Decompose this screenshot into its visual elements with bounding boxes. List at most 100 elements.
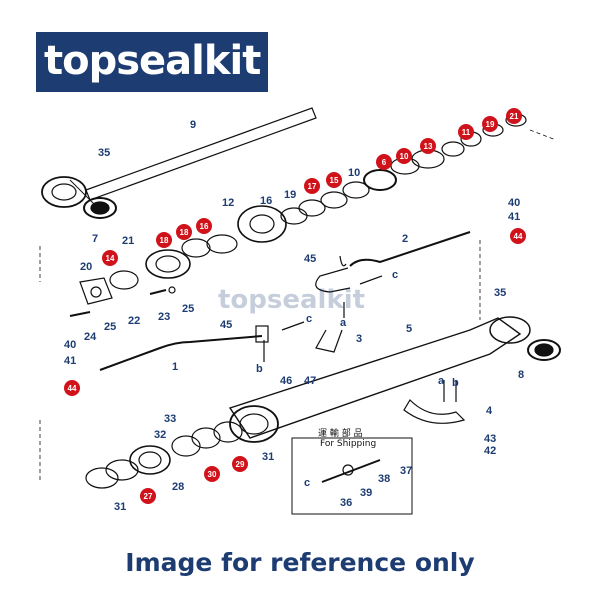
part-label: 1: [172, 361, 178, 373]
part-label: c: [304, 477, 310, 489]
callout-badge: 11: [458, 124, 474, 140]
callout-badge: 10: [396, 148, 412, 164]
part-label: 32: [154, 429, 166, 441]
part-label: 19: [284, 189, 296, 201]
part-label: 25: [104, 321, 116, 333]
callout-number: 14: [106, 254, 115, 263]
callout-number: 13: [424, 142, 433, 151]
part-label: 23: [158, 311, 170, 323]
shipping-box-subtitle: For Shipping: [320, 439, 376, 449]
cylinder-bore: [229, 405, 279, 443]
callout-number: 10: [400, 152, 409, 161]
part-label: 21: [122, 235, 134, 247]
callout-number: 29: [236, 460, 245, 469]
part-label: 40: [64, 339, 76, 351]
part-label: 41: [64, 355, 76, 367]
shipping-box-title: 運 輸 部 品: [318, 427, 363, 439]
part-label: 9: [190, 119, 196, 131]
callout-badge: 16: [196, 218, 212, 234]
part-label: 4: [486, 405, 493, 417]
part-label: 35: [494, 287, 506, 299]
callout-number: 6: [382, 158, 387, 167]
part-label: 22: [128, 315, 140, 327]
callout-badge: 15: [326, 172, 342, 188]
part-label: 36: [340, 497, 352, 509]
callout-badge: 18: [156, 232, 172, 248]
part-label: a: [340, 317, 347, 329]
callout-number: 19: [486, 120, 495, 129]
part-label: 40: [508, 197, 520, 209]
callout-badge: 13: [420, 138, 436, 154]
part-label: 7: [92, 233, 98, 245]
part-label: 45: [304, 253, 316, 265]
part-label: 12: [222, 197, 234, 209]
part-label: b: [256, 363, 263, 375]
piston-rod-outline: [85, 107, 317, 201]
callout-badge: 14: [102, 250, 118, 266]
brand-logo: topsealkit: [36, 32, 268, 92]
part-label: 46: [280, 375, 292, 387]
callout-badge: 21: [506, 108, 522, 124]
rod-bushing: [83, 197, 117, 219]
cylinder-eye: [489, 316, 531, 344]
part-label: b: [452, 377, 459, 389]
rod-eye: [41, 176, 87, 208]
callout-badge: 44: [510, 228, 526, 244]
callout-badge: 30: [204, 466, 220, 482]
cylinder-head: [129, 445, 171, 475]
part-label: 42: [484, 445, 496, 457]
cylinder-bushing: [527, 339, 561, 361]
part-label: c: [392, 269, 398, 281]
hydraulic-tube-upper: [349, 231, 471, 267]
callout-number: 16: [200, 222, 209, 231]
callout-badge: 44: [64, 380, 80, 396]
part-label: 41: [508, 211, 520, 223]
callout-number: 44: [514, 232, 523, 241]
part-label: 16: [260, 195, 272, 207]
part-label: 25: [182, 303, 194, 315]
part-label: 31: [262, 451, 274, 463]
callout-number: 18: [180, 228, 189, 237]
part-label: 31: [114, 501, 126, 513]
part-label: 3: [356, 333, 362, 345]
hydraulic-tube-lower: [99, 335, 263, 371]
part-label: 33: [164, 413, 176, 425]
part-label: 35: [98, 147, 110, 159]
part-label: 2: [402, 233, 408, 245]
part-label: a: [438, 375, 445, 387]
callout-badge: 19: [482, 116, 498, 132]
callout-number: 44: [68, 384, 77, 393]
part-label: 24: [84, 331, 97, 343]
callout-badge: 27: [140, 488, 156, 504]
part-label: 39: [360, 487, 372, 499]
brand-logo-text: topsealkit: [44, 38, 261, 84]
callout-number: 11: [462, 128, 471, 137]
callout-number: 27: [144, 492, 153, 501]
part-label: 37: [400, 465, 412, 477]
callout-number: 21: [510, 112, 519, 121]
reference-caption: Image for reference only: [125, 548, 475, 577]
part-label: 28: [172, 481, 184, 493]
gland-flange: [145, 249, 191, 279]
callout-badge: 6: [376, 154, 392, 170]
callout-number: 15: [330, 176, 339, 185]
piston-head: [237, 205, 287, 243]
callout-badge: 17: [304, 178, 320, 194]
watermark-text: topsealkit: [218, 285, 365, 315]
part-label: c: [306, 313, 312, 325]
exploded-parts-diagram: topsealkit 運 輸 部 品 For Shipping 9 35 7 1…: [39, 107, 561, 515]
part-label: 20: [80, 261, 92, 273]
part-label: 8: [518, 369, 524, 381]
callout-badge: 18: [176, 224, 192, 240]
shipping-inset-box: [291, 437, 413, 515]
part-label: 45: [220, 319, 232, 331]
part-label: 10: [348, 167, 360, 179]
cylinder-tube: [228, 317, 522, 439]
part-label: 43: [484, 433, 496, 445]
part-label: 47: [304, 375, 316, 387]
callout-number: 30: [208, 470, 217, 479]
part-label: 38: [378, 473, 390, 485]
callout-number: 17: [308, 182, 317, 191]
callout-number: 18: [160, 236, 169, 245]
callout-badge: 29: [232, 456, 248, 472]
